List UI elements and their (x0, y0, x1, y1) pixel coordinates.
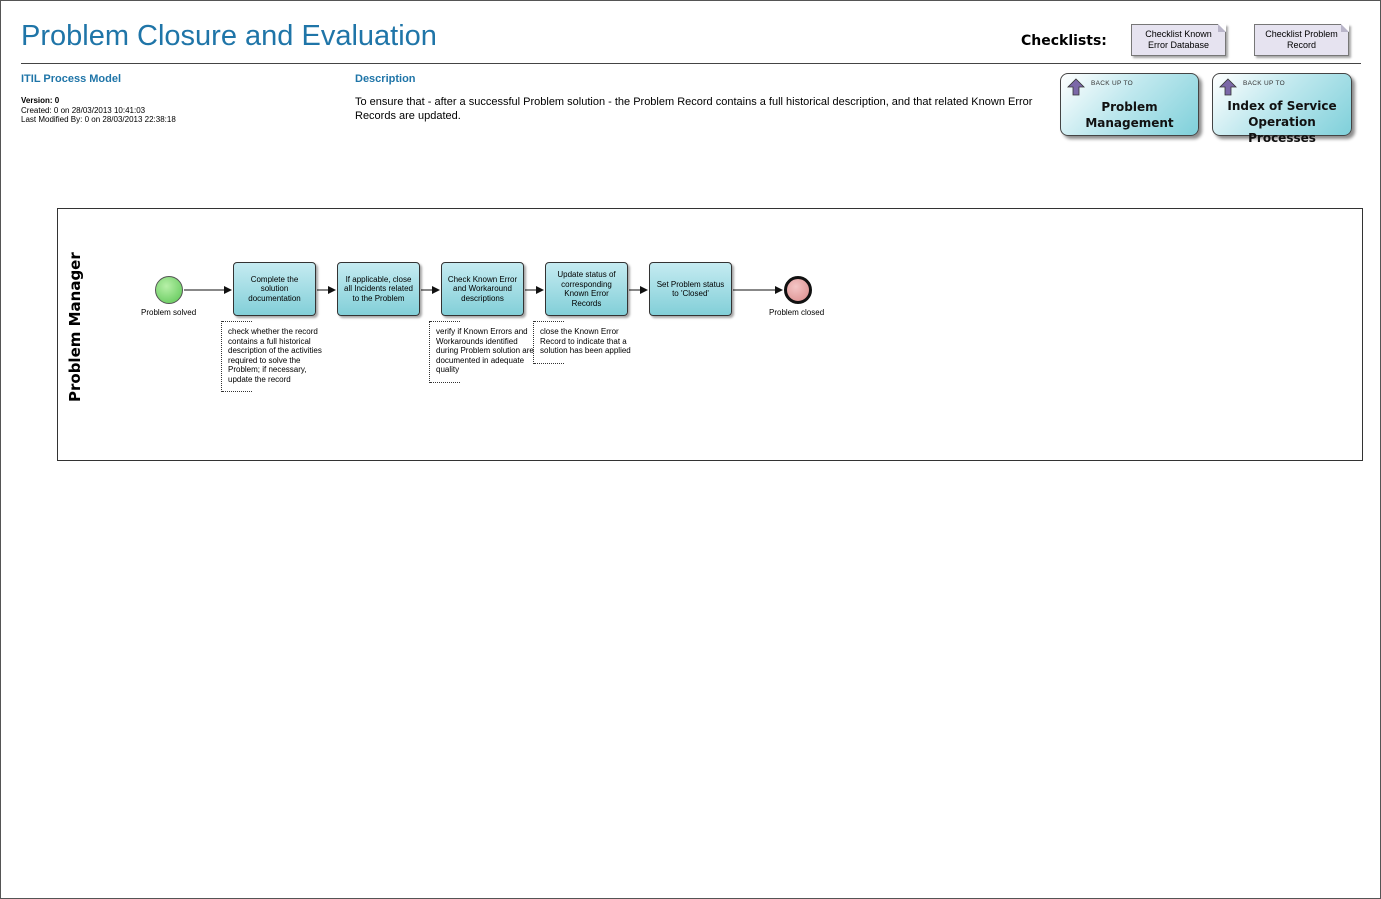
annotation-text: verify if Known Errors and Workarounds i… (436, 327, 534, 375)
annotation-note: check whether the record contains a full… (221, 321, 328, 392)
back-to-problem-management-button[interactable]: BACK UP TO Problem Management (1060, 73, 1199, 136)
checklist-problem-record[interactable]: Checklist Problem Record (1254, 24, 1349, 56)
modified-text: Last Modified By: 0 on 28/03/2013 22:38:… (21, 115, 176, 124)
back-up-to-label: BACK UP TO (1091, 80, 1134, 87)
title-divider (21, 63, 1361, 64)
model-heading: ITIL Process Model (21, 73, 122, 85)
index-label-line2: Operation Processes (1248, 115, 1316, 145)
task-check-known-error-descriptions[interactable]: Check Known Error and Workaround descrip… (441, 262, 524, 316)
annotation-text: close the Known Error Record to indicate… (540, 327, 631, 356)
checklist-known-error-database[interactable]: Checklist Known Error Database (1131, 24, 1226, 56)
annotation-note: close the Known Error Record to indicate… (533, 321, 640, 364)
model-metadata: Version: 0 Created: 0 on 28/03/2013 10:4… (21, 96, 176, 125)
start-event-label: Problem solved (141, 308, 197, 317)
problem-management-label: Problem Management (1085, 100, 1174, 130)
page-title: Problem Closure and Evaluation (21, 20, 437, 52)
annotation-note: verify if Known Errors and Workarounds i… (429, 321, 536, 383)
back-up-to-label: BACK UP TO (1243, 80, 1286, 87)
checklists-label: Checklists: (1021, 33, 1107, 49)
process-pool (57, 208, 1363, 461)
end-event[interactable] (784, 276, 812, 304)
created-text: Created: 0 on 28/03/2013 10:41:03 (21, 105, 146, 115)
description-heading: Description (355, 73, 416, 85)
task-complete-solution-documentation[interactable]: Complete the solution documentation (233, 262, 316, 316)
annotation-text: check whether the record contains a full… (228, 327, 322, 384)
description-text: To ensure that - after a successful Prob… (355, 96, 1033, 122)
task-update-known-error-status[interactable]: Update status of corresponding Known Err… (545, 262, 628, 316)
index-label-line1: Index of Service (1227, 99, 1337, 113)
task-set-problem-closed[interactable]: Set Problem status to 'Closed' (649, 262, 732, 316)
task-close-related-incidents[interactable]: If applicable, close all Incidents relat… (337, 262, 420, 316)
up-arrow-icon (1219, 78, 1237, 96)
end-event-label: Problem closed (769, 308, 825, 317)
back-to-index-button[interactable]: BACK UP TO Index of Service Operation Pr… (1212, 73, 1352, 145)
version-text: Version: 0 (21, 96, 60, 105)
up-arrow-icon (1067, 78, 1085, 96)
start-event[interactable] (155, 276, 183, 304)
